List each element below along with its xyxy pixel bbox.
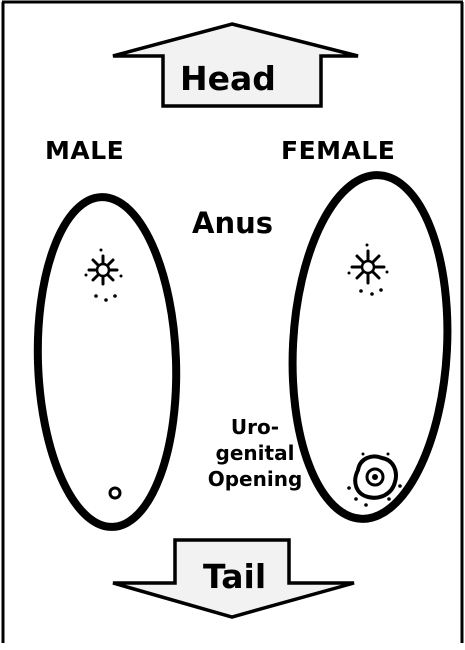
tail-label: Tail xyxy=(203,560,266,593)
urogenital-label-line: Opening xyxy=(203,466,307,492)
urogenital-label-line: Uro- xyxy=(203,414,307,440)
female-urogenital-mark xyxy=(347,453,402,507)
male-urogenital-mark xyxy=(110,488,120,498)
urogenital-opening-label: Uro- genital Opening xyxy=(203,414,307,492)
anus-label: Anus xyxy=(192,209,273,238)
female-anus-mark xyxy=(348,244,389,296)
urogenital-label-line: genital xyxy=(203,440,307,466)
female-label: FEMALE xyxy=(281,138,395,163)
male-body-outline xyxy=(32,195,181,530)
male-label: MALE xyxy=(45,138,124,163)
head-label: Head xyxy=(180,62,276,95)
male-anus-mark xyxy=(85,249,123,302)
